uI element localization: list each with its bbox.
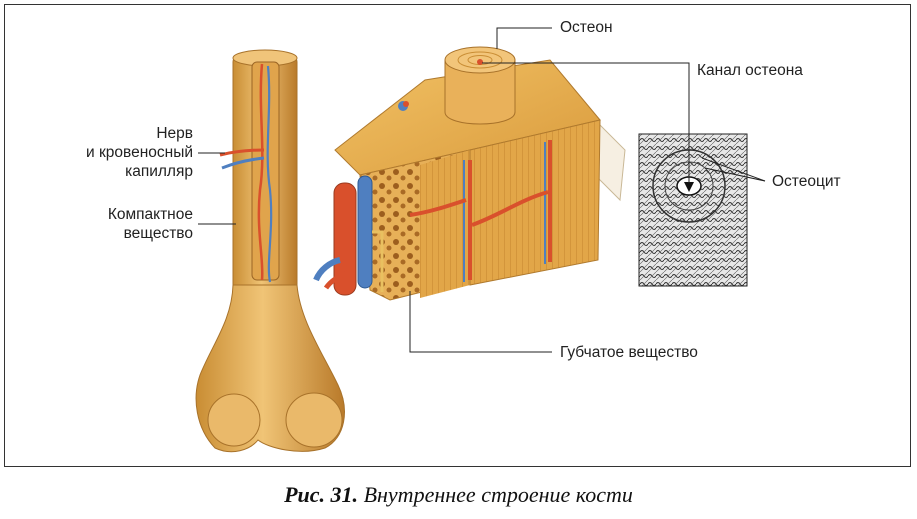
leader-osteon (497, 28, 552, 49)
leader-spongy (410, 291, 552, 352)
bone-block (316, 47, 625, 300)
figure-caption: Рис. 31. Внутреннее строение кости (0, 482, 917, 508)
label-spongy-substance: Губчатое вещество (560, 343, 698, 362)
long-bone (196, 50, 344, 452)
label-nerve-line1: Нерв (60, 124, 193, 143)
label-nerve-line2: и кровеносный (60, 143, 193, 162)
caption-number: Рис. 31. (284, 482, 358, 507)
label-compact-line1: Компактное (60, 205, 193, 224)
label-compact-line2: вещество (60, 224, 193, 243)
label-osteon-canal: Канал остеона (697, 61, 803, 80)
label-osteocyte: Остеоцит (772, 172, 841, 191)
osteon-micrograph (639, 134, 747, 286)
label-compact-substance: Компактное вещество (60, 205, 193, 243)
label-nerve-line3: капилляр (60, 162, 193, 181)
label-nerve-capillary: Нерв и кровеносный капилляр (60, 124, 193, 181)
caption-text: Внутреннее строение кости (364, 482, 633, 507)
label-osteon: Остеон (560, 18, 613, 37)
